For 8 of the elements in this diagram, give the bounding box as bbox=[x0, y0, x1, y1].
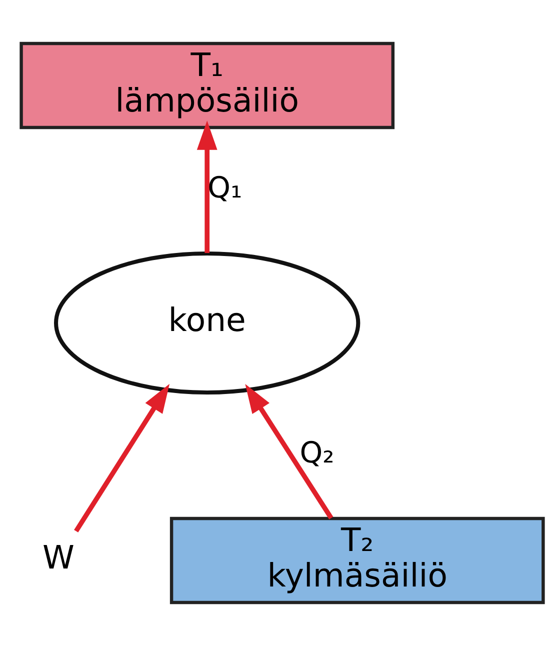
arrow bbox=[74, 383, 170, 532]
node-box: T₁ lämpösäiliö bbox=[20, 41, 395, 129]
arrow bbox=[245, 384, 334, 519]
node-ellipse: kone bbox=[54, 251, 360, 394]
edge-label: Q₂ bbox=[300, 435, 334, 470]
node-text: W bbox=[42, 538, 74, 576]
arrow bbox=[196, 120, 218, 252]
node-box: T₂ kylmäsäiliö bbox=[170, 516, 545, 604]
